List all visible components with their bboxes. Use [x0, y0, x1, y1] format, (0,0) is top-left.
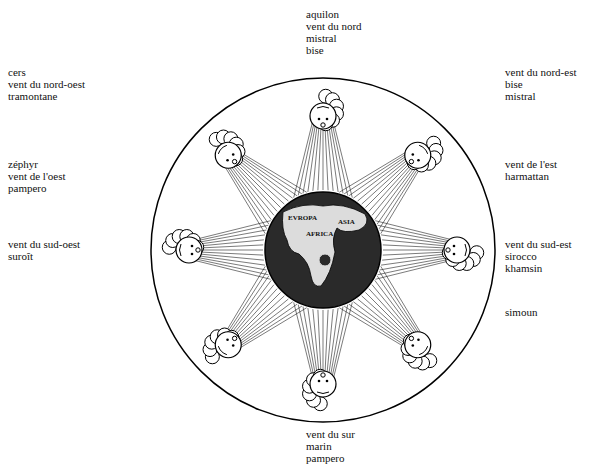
wind-head — [401, 332, 437, 370]
wind-name: sirocco — [505, 250, 537, 262]
wind-name: zéphyr — [8, 158, 38, 170]
wind-name: vent de l'oest — [8, 170, 66, 182]
wind-name: aquilon — [306, 8, 339, 20]
wind-name: simoun — [505, 306, 537, 318]
wind-head — [310, 89, 343, 130]
wind-name: pampero — [8, 182, 46, 194]
outer-ring — [151, 78, 495, 422]
wind-name: harmattan — [505, 170, 549, 182]
map-label: AFRICA — [306, 230, 333, 238]
wind-name: mistral — [306, 32, 337, 44]
wind-head — [162, 230, 203, 263]
wind-name: cers — [8, 66, 26, 78]
wind-name: tramontane — [8, 90, 57, 102]
wind-head — [442, 237, 483, 270]
wind-name: vent du sur — [306, 428, 355, 440]
wind-name: vent de l'est — [505, 158, 557, 170]
wind-name: marin — [306, 440, 332, 452]
wind-head — [405, 136, 443, 172]
wind-name: vent du sud-oest — [8, 238, 80, 250]
globe — [265, 192, 381, 308]
wind-name: pampero — [306, 452, 344, 464]
wind-head — [303, 369, 336, 410]
wind-name: suroît — [8, 250, 33, 262]
wind-name: khamsin — [505, 262, 542, 274]
wind-head — [203, 328, 241, 364]
wind-name: bise — [505, 78, 523, 90]
wind-name: vent du nord-est — [505, 66, 576, 78]
wind-name: bise — [306, 44, 324, 56]
wind-name: mistral — [505, 90, 536, 102]
wind-name: vent du nord — [306, 20, 362, 32]
wind-head — [209, 130, 245, 168]
wind-name: vent du sud-est — [505, 238, 572, 250]
map-label: ASIA — [338, 218, 355, 226]
map-label: EVROPA — [288, 214, 317, 222]
wind-name: vent du nord-oest — [8, 78, 85, 90]
